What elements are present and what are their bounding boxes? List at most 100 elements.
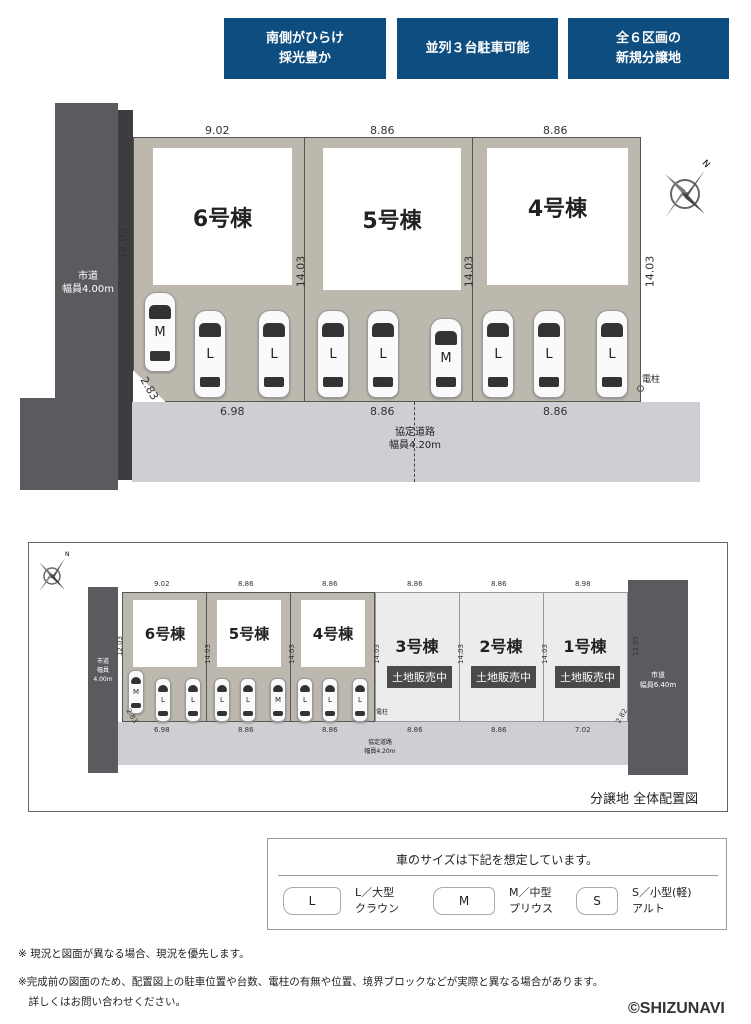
south-road [132, 402, 700, 482]
dim-depth-3: 14.03 [643, 255, 657, 288]
house-5: 5号棟 [323, 148, 461, 290]
legend-label: L／大型クラウン [355, 885, 399, 917]
car-size-label: L [358, 696, 362, 704]
overview-dim-bottom-width: 7.02 [575, 726, 591, 734]
note-1: ※ 現況と図面が異なる場合、現況を優先します。 [18, 948, 250, 960]
legend-car-L: L [283, 887, 341, 915]
for-sale-badge: 土地販売中 [555, 666, 620, 688]
car-size-label: L [270, 346, 278, 362]
overview-caption: 分譲地 全体配置図 [590, 792, 699, 807]
overview-car-L: L [297, 678, 313, 722]
car-M: M [430, 318, 462, 398]
dim-depth-2: 14.03 [462, 255, 476, 288]
legend-size: M／中型 [509, 886, 552, 899]
house-4: 4号棟 [487, 148, 628, 285]
car-size-label: L [545, 346, 553, 362]
legend-model: クラウン [355, 902, 399, 915]
for-sale-badge: 土地販売中 [387, 666, 452, 688]
legend-car-M: M [433, 887, 495, 915]
overview-house-1: 1号棟 [563, 637, 607, 656]
legend-size: S／小型(軽) [632, 886, 692, 899]
svg-text:N: N [700, 158, 712, 170]
road-edge [118, 110, 133, 480]
overview-west-road [88, 587, 118, 773]
car-L: L [482, 310, 514, 398]
feature-badge-sunlight: 南側がひらけ 採光豊か [224, 18, 386, 79]
overview-frame [28, 542, 728, 812]
dim-top-4: 8.86 [543, 124, 568, 137]
road-width-line [414, 402, 415, 482]
dim-bottom-6: 6.98 [220, 405, 245, 418]
overview-lot-1 [543, 592, 628, 722]
house-6: 6号棟 [153, 148, 292, 285]
dim-depth-1: 14.03 [294, 255, 308, 288]
car-size-label: L [246, 696, 250, 704]
car-size-label: L [303, 696, 307, 704]
dim-depth-west: 12.03 [116, 227, 130, 260]
overview-dim-top-width: 8.86 [407, 580, 423, 588]
overview-dim-top-width: 8.86 [238, 580, 254, 588]
legend-size: L／大型 [355, 886, 395, 899]
dim-bottom-5: 8.86 [370, 405, 395, 418]
west-road-extension [20, 398, 90, 490]
note-3: 詳しくはお問い合わせください。 [18, 996, 186, 1008]
overview-house-5: 5号棟 [217, 600, 281, 667]
car-size-label: L [328, 696, 332, 704]
car-size-label: L [329, 346, 337, 362]
overview-dim-depth: 14.03 [373, 643, 382, 665]
feature-badge-parking: 並列３台駐車可能 [397, 18, 558, 79]
car-size-label: L [206, 346, 214, 362]
car-size-label: L [191, 696, 195, 704]
car-L: L [533, 310, 565, 398]
overview-dim-bottom-width: 6.98 [154, 726, 170, 734]
overview-car-L: L [155, 678, 171, 722]
overview-dim-depth: 14.03 [288, 643, 297, 665]
utility-pole-label: 電柱 [642, 375, 661, 385]
legend-model: プリウス [509, 902, 553, 915]
overview-house-6: 6号棟 [133, 600, 197, 667]
car-M: M [144, 292, 176, 372]
overview-dim-depth: 14.03 [204, 643, 213, 665]
overview-dim-bottom-width: 8.86 [322, 726, 338, 734]
dim-bottom-4: 8.86 [543, 405, 568, 418]
car-L: L [194, 310, 226, 398]
overview-dim-bottom-width: 8.86 [238, 726, 254, 734]
car-size-label: M [132, 688, 140, 696]
overview-utility-pole-label: 電柱 [376, 709, 389, 716]
overview-car-L: L [352, 678, 368, 722]
overview-car-M: M [128, 670, 144, 714]
car-size-label: L [161, 696, 165, 704]
note-2: ※完成前の図面のため、配置図上の駐車位置や台数、電柱の有無や位置、境界ブロックな… [18, 976, 604, 988]
legend-label: M／中型プリウス [509, 885, 553, 917]
overview-east-road-label: 市道幅員6.40m [639, 671, 677, 689]
overview-south-road-label: 協定道路幅員4.20m [364, 739, 396, 755]
car-size-label: L [379, 346, 387, 362]
dim-top-6: 9.02 [205, 124, 230, 137]
overview-dim-bottom-width: 8.86 [491, 726, 507, 734]
overview-house-2: 2号棟 [479, 637, 523, 656]
overview-dim-depth-east: 12.03 [632, 635, 641, 657]
svg-text:N: N [65, 551, 70, 558]
utility-pole-icon [637, 385, 644, 392]
car-size-label: L [220, 696, 224, 704]
compass-icon: N [665, 158, 712, 218]
for-sale-badge: 土地販売中 [471, 666, 536, 688]
car-size-label: L [494, 346, 502, 362]
car-size-label: M [440, 350, 452, 366]
west-road-label: 市道幅員4.00m [61, 271, 114, 295]
south-road-label: 協定道路幅員4.20m [388, 427, 441, 451]
copyright-logo: ©SHIZUNAVI [628, 1000, 725, 1017]
overview-car-L: L [185, 678, 201, 722]
overview-car-L: L [214, 678, 230, 722]
overview-house-4: 4号棟 [301, 600, 365, 667]
overview-dim-bottom-width: 8.86 [407, 726, 423, 734]
feature-badge-lots: 全６区画の 新規分譲地 [568, 18, 729, 79]
overview-south-road [118, 722, 628, 765]
overview-lot-3 [375, 592, 460, 722]
car-L: L [367, 310, 399, 398]
overview-house-3: 3号棟 [395, 637, 439, 656]
overview-east-road [628, 580, 688, 775]
legend-model: アルト [632, 902, 665, 915]
overview-dim-depth: 14.03 [457, 643, 466, 665]
